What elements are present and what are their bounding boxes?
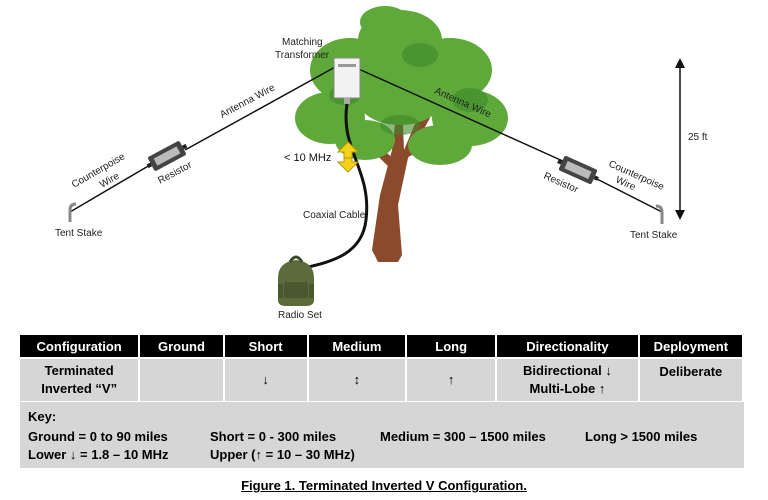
tree-foliage [295,6,508,165]
label-coaxial-cable: Coaxial Cable [303,210,366,221]
cell-long: ↑ [407,359,496,401]
label-matching-transformer-2: Transformer [275,50,330,61]
table-row: Terminated Inverted “V” ↓ ↕ ↑ Bidirectio… [20,359,742,401]
header-configuration: Configuration [20,335,139,357]
figure-caption: Figure 1. Terminated Inverted V Configur… [241,478,527,493]
header-deployment: Deployment [639,335,742,357]
key-ground: Ground = 0 to 90 miles [28,429,168,444]
key-medium: Medium = 300 – 1500 miles [380,429,546,444]
radio-set [278,255,314,306]
counterpoise-wire-left [69,164,151,213]
configuration-table: Configuration Ground Short Medium Long D… [18,333,744,403]
key-upper: Upper (↑ = 10 – 30 MHz) [210,447,355,462]
key-long: Long > 1500 miles [585,429,698,444]
key-box: Key: Ground = 0 to 90 miles Short = 0 - … [20,402,744,468]
tent-stake-right-icon [655,204,664,224]
cell-configuration-line-1: Terminated [44,363,114,378]
tent-stake-left-icon [68,202,77,222]
header-medium: Medium [308,335,406,357]
cell-directionality-line-1: Bidirectional ↓ [523,363,612,378]
label-frequency: < 10 MHz [284,152,331,164]
cell-directionality: Bidirectional ↓ Multi-Lobe ↑ [497,359,638,401]
counterpoise-wire-right [594,177,663,213]
matching-transformer [333,57,361,104]
header-short: Short [224,335,307,357]
cell-medium: ↕ [308,359,406,401]
cell-ground [140,359,223,401]
resistor-right [557,156,599,184]
label-height: 25 ft [688,132,708,143]
tree [295,6,508,262]
label-tent-stake-left: Tent Stake [55,228,103,239]
height-indicator [675,58,685,220]
label-matching-transformer-1: Matching [282,37,323,48]
key-title: Key: [28,409,57,424]
cell-directionality-line-2: Multi-Lobe ↑ [529,381,606,396]
cell-configuration-line-2: Inverted “V” [41,381,118,396]
table-header-row: Configuration Ground Short Medium Long D… [20,335,742,357]
header-directionality: Directionality [497,335,638,357]
key-short: Short = 0 - 300 miles [210,429,337,444]
label-radio-set: Radio Set [278,310,322,321]
antenna-wire-left [184,65,338,151]
cell-configuration: Terminated Inverted “V” [20,359,139,401]
resistor-left [146,141,188,171]
key-lower: Lower ↓ = 1.8 – 10 MHz [28,447,169,462]
antenna-wire-right [351,65,566,163]
label-tent-stake-right: Tent Stake [630,230,678,241]
cell-deployment: Deliberate [639,359,742,401]
label-counterpoise-left-1: Counterpoise [70,151,127,190]
coaxial-cable [303,103,369,270]
antenna-diagram: Matching Transformer Antenna Wire Antenn… [55,6,708,321]
frequency-arrow-icon [336,141,360,173]
header-ground: Ground [140,335,223,357]
header-long: Long [407,335,496,357]
cell-short: ↓ [224,359,307,401]
